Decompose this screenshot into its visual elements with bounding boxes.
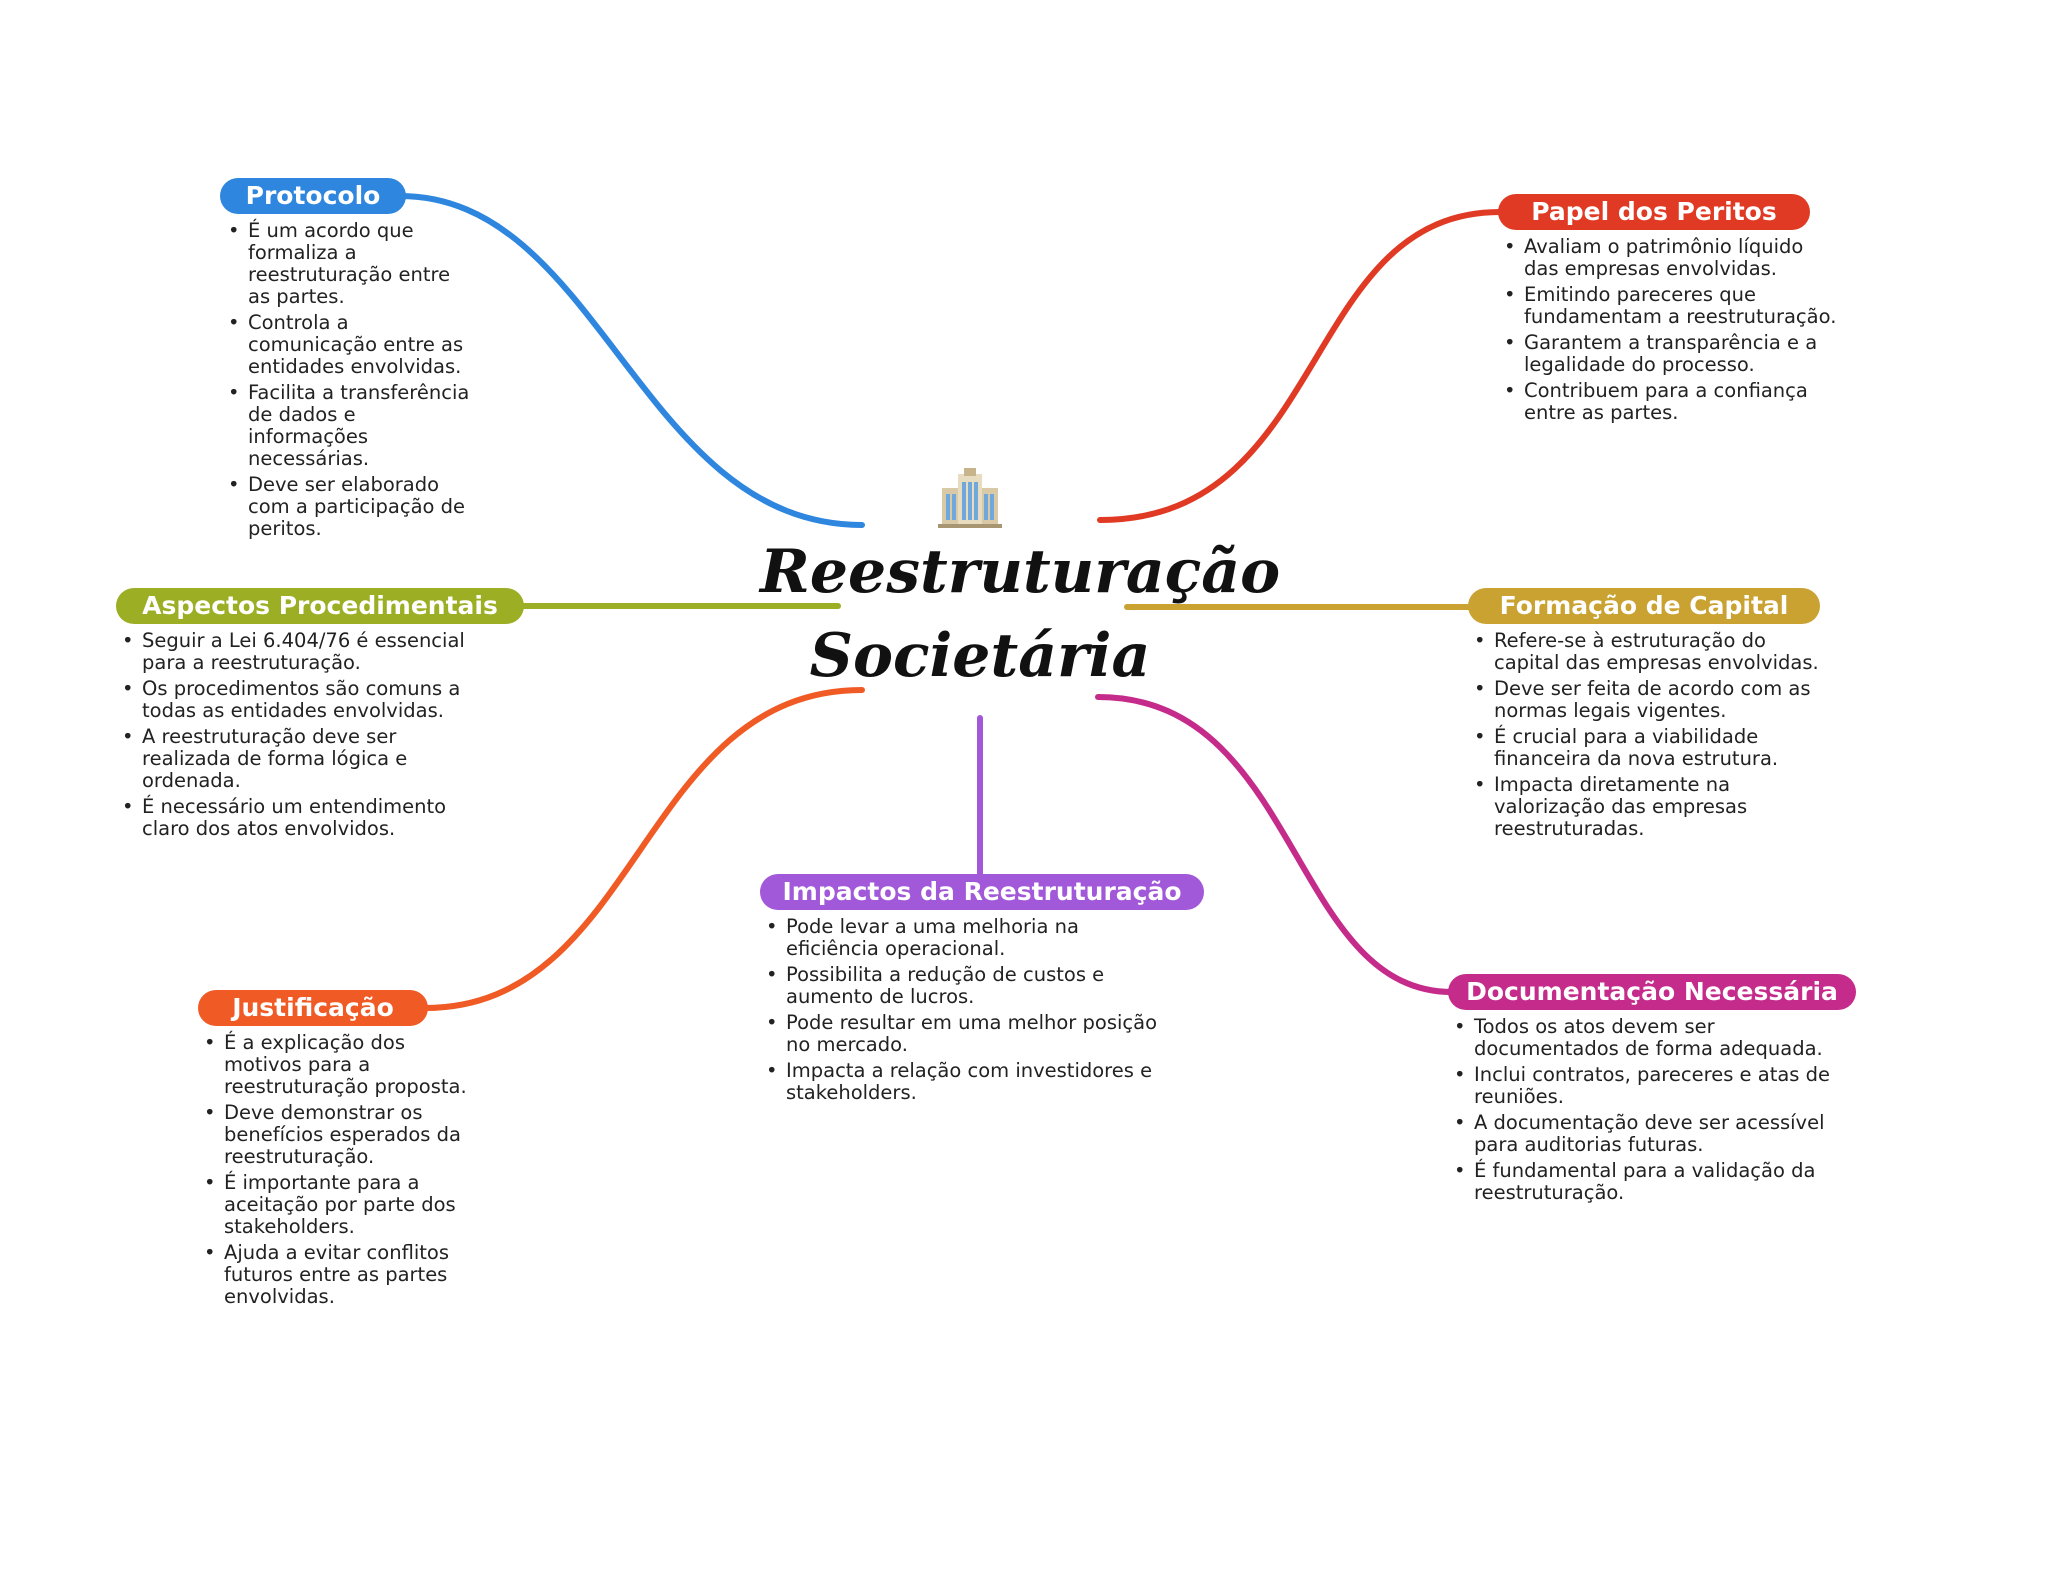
list-item: Garantem a transparência e a legalidade … bbox=[1500, 332, 1840, 376]
branch-title-impactos: Impactos da Reestruturação bbox=[760, 874, 1204, 910]
list-item: Pode levar a uma melhoria na eficiência … bbox=[762, 916, 1162, 960]
list-item: Refere-se à estruturação do capital das … bbox=[1470, 630, 1830, 674]
bank-building-icon bbox=[938, 468, 1002, 528]
list-item: É a explicação dos motivos para a reestr… bbox=[200, 1032, 480, 1098]
list-item: Facilita a transferência de dados e info… bbox=[224, 382, 474, 470]
branch-list-protocolo: É um acordo que formaliza a reestruturaç… bbox=[224, 220, 474, 544]
connector-peritos bbox=[1097, 209, 1503, 523]
list-item: Pode resultar em uma melhor posição no m… bbox=[762, 1012, 1162, 1056]
list-item: Contribuem para a confiança entre as par… bbox=[1500, 380, 1840, 424]
branch-list-impactos: Pode levar a uma melhoria na eficiência … bbox=[762, 916, 1162, 1108]
central-topic-title: Reestruturação Societária bbox=[760, 530, 1281, 698]
list-item: Deve ser elaborado com a participação de… bbox=[224, 474, 474, 540]
list-item: Todos os atos devem ser documentados de … bbox=[1450, 1016, 1850, 1060]
list-item: É importante para a aceitação por parte … bbox=[200, 1172, 480, 1238]
list-item: Controla a comunicação entre as entidade… bbox=[224, 312, 474, 378]
list-item: Os procedimentos são comuns a todas as e… bbox=[118, 678, 478, 722]
list-item: A documentação deve ser acessível para a… bbox=[1450, 1112, 1850, 1156]
list-item: Avaliam o patrimônio líquido das empresa… bbox=[1500, 236, 1840, 280]
list-item: Seguir a Lei 6.404/76 é essencial para a… bbox=[118, 630, 478, 674]
list-item: Emitindo pareceres que fundamentam a ree… bbox=[1500, 284, 1840, 328]
list-item: Deve demonstrar os benefícios esperados … bbox=[200, 1102, 480, 1168]
connector-justificacao bbox=[422, 687, 865, 1011]
branch-title-protocolo: Protocolo bbox=[220, 178, 406, 214]
connector-protocolo bbox=[397, 193, 865, 528]
central-topic-line1: Reestruturação bbox=[760, 537, 1281, 607]
list-item: É fundamental para a validação da reestr… bbox=[1450, 1160, 1850, 1204]
branch-title-justificacao: Justificação bbox=[198, 990, 428, 1026]
list-item: A reestruturação deve ser realizada de f… bbox=[118, 726, 478, 792]
list-item: É crucial para a viabilidade financeira … bbox=[1470, 726, 1830, 770]
list-item: Impacta diretamente na valorização das e… bbox=[1470, 774, 1830, 840]
branch-title-peritos: Papel dos Peritos bbox=[1498, 194, 1810, 230]
list-item: É um acordo que formaliza a reestruturaç… bbox=[224, 220, 474, 308]
branch-title-aspectos: Aspectos Procedimentais bbox=[116, 588, 524, 624]
branch-list-documentacao: Todos os atos devem ser documentados de … bbox=[1450, 1016, 1850, 1208]
branch-title-documentacao: Documentação Necessária bbox=[1448, 974, 1856, 1010]
connector-documentacao bbox=[1095, 694, 1455, 995]
list-item: Deve ser feita de acordo com as normas l… bbox=[1470, 678, 1830, 722]
branch-list-peritos: Avaliam o patrimônio líquido das empresa… bbox=[1500, 236, 1840, 428]
central-topic-line2: Societária bbox=[809, 621, 1151, 691]
branch-list-formacao: Refere-se à estruturação do capital das … bbox=[1470, 630, 1830, 844]
list-item: Possibilita a redução de custos e aument… bbox=[762, 964, 1162, 1008]
list-item: Inclui contratos, pareceres e atas de re… bbox=[1450, 1064, 1850, 1108]
list-item: Ajuda a evitar conflitos futuros entre a… bbox=[200, 1242, 480, 1308]
list-item: É necessário um entendimento claro dos a… bbox=[118, 796, 478, 840]
branch-list-justificacao: É a explicação dos motivos para a reestr… bbox=[200, 1032, 480, 1312]
branch-list-aspectos: Seguir a Lei 6.404/76 é essencial para a… bbox=[118, 630, 478, 844]
list-item: Impacta a relação com investidores e sta… bbox=[762, 1060, 1162, 1104]
branch-title-formacao: Formação de Capital bbox=[1468, 588, 1820, 624]
